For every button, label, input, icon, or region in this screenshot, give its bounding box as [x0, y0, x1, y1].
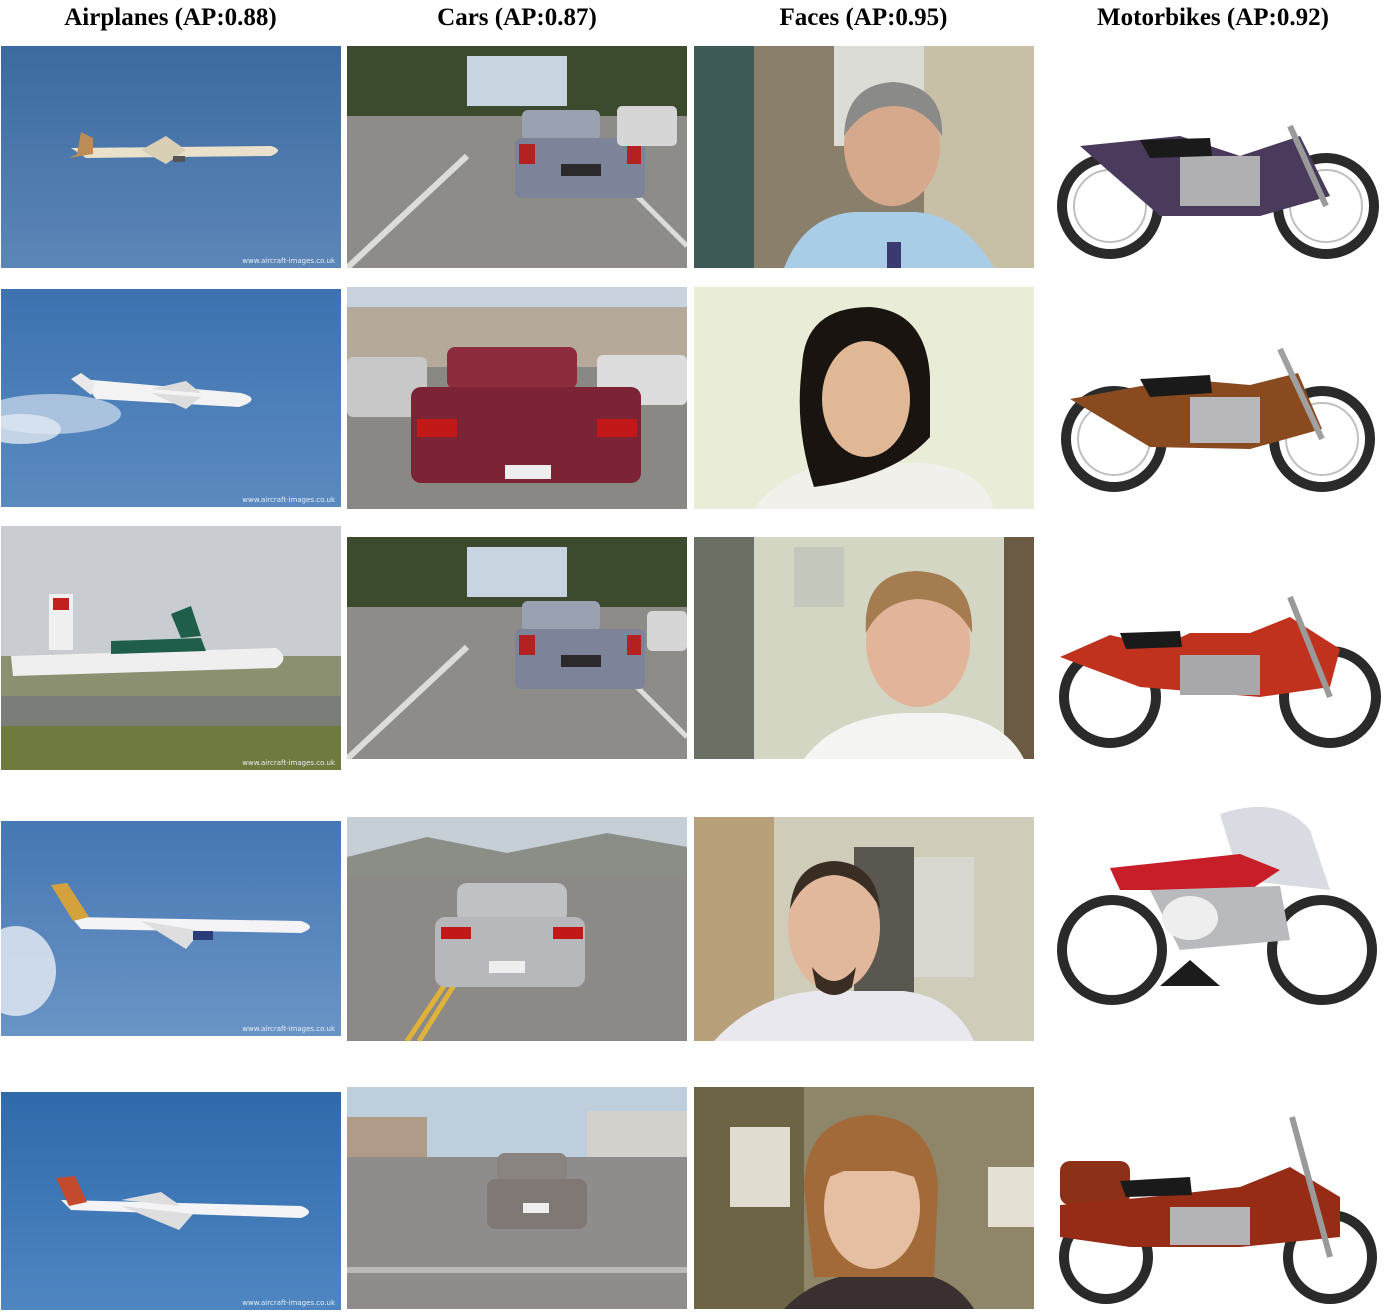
- watermark-text: www.aircraft-images.co.uk: [242, 257, 335, 265]
- motorbike-shape: [1059, 595, 1381, 748]
- car-image-5: [347, 1087, 687, 1309]
- watermark-text: www.aircraft-images.co.uk: [242, 759, 335, 767]
- airplane-image-5: www.aircraft-images.co.uk: [1, 1092, 341, 1310]
- airplane-image-3: www.aircraft-images.co.uk: [1, 526, 341, 770]
- car-image-1: [347, 46, 687, 268]
- person-shape: [784, 82, 994, 268]
- airplane-image-2: www.aircraft-images.co.uk: [1, 289, 341, 507]
- face-image-1: [694, 46, 1034, 268]
- motorbike-image-3: [1040, 537, 1386, 759]
- car-shape: [515, 601, 645, 689]
- motorbike-shape: [1057, 124, 1379, 259]
- face-image-3: [694, 537, 1034, 759]
- motorbike-image-5: [1040, 1087, 1386, 1309]
- column-header-airplanes: Airplanes (AP:0.88): [64, 4, 277, 31]
- column-header-faces: Faces (AP:0.95): [779, 4, 948, 31]
- column-header-motorbikes: Motorbikes (AP:0.92): [1097, 4, 1329, 31]
- car-shape: [411, 347, 641, 483]
- car-shape: [515, 110, 645, 198]
- face-image-2: [694, 287, 1034, 509]
- person-shape: [754, 307, 994, 509]
- car-image-3: [347, 537, 687, 759]
- motorbike-shape: [1057, 806, 1377, 1005]
- motorbike-image-2: [1040, 289, 1386, 507]
- airplane-shape: [11, 594, 284, 676]
- airplane-shape: [71, 373, 252, 409]
- person-shape: [804, 571, 1024, 759]
- motorbike-image-4: [1040, 790, 1386, 1030]
- column-header-cars: Cars (AP:0.87): [437, 4, 597, 31]
- airplane-shape: [51, 883, 310, 949]
- person-shape: [714, 861, 974, 1041]
- car-image-4: [347, 817, 687, 1041]
- watermark-text: www.aircraft-images.co.uk: [242, 496, 335, 504]
- person-shape: [784, 1115, 974, 1309]
- motorbike-image-1: [1040, 46, 1386, 268]
- car-shape: [487, 1153, 587, 1229]
- face-image-5: [694, 1087, 1034, 1309]
- airplane-image-1: www.aircraft-images.co.uk: [1, 46, 341, 268]
- car-shape: [435, 883, 585, 987]
- car-image-2: [347, 287, 687, 509]
- motorbike-shape: [1061, 347, 1375, 492]
- watermark-text: www.aircraft-images.co.uk: [242, 1025, 335, 1033]
- airplane-image-4: www.aircraft-images.co.uk: [1, 821, 341, 1036]
- airplane-shape: [69, 132, 278, 164]
- motorbike-shape: [1059, 1116, 1377, 1304]
- watermark-text: www.aircraft-images.co.uk: [242, 1299, 335, 1307]
- face-image-4: [694, 817, 1034, 1041]
- airplane-shape: [56, 1176, 309, 1230]
